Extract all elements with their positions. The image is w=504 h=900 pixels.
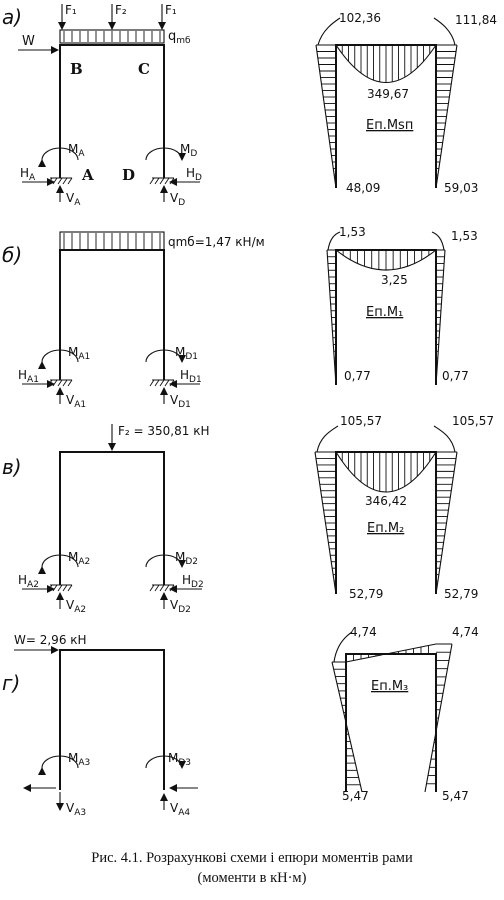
epure-a-title: Еп.Msп (366, 118, 413, 133)
support-d2 (145, 554, 202, 609)
node-a-label: A (81, 166, 94, 184)
epure-b-bottom-left: 0,77 (344, 369, 371, 383)
figure-caption: Рис. 4.1. Розрахункові схеми і епюри мом… (0, 848, 504, 888)
v-a3-label: VA3 (66, 801, 86, 818)
epure-b-top-right: 1,53 (451, 229, 478, 243)
v-d-label: VD (170, 191, 185, 208)
panel-b: б) qmб=1,47 кН/м MA1 HA1 VA1 (2, 225, 478, 410)
epure-d-bottom-left: 5,47 (342, 789, 369, 803)
panel-marker: б) (2, 243, 22, 267)
distributed-load (59, 231, 165, 251)
epure-c-bottom-right: 52,79 (444, 587, 478, 601)
moment-d1-label: MD1 (175, 345, 198, 362)
moment-diagram-d (331, 631, 453, 793)
epure-c-bottom-left: 52,79 (349, 587, 383, 601)
support-a3 (23, 755, 79, 811)
panel-marker: г) (2, 671, 20, 695)
moment-a2-label: MA2 (68, 550, 90, 567)
epure-d-top-left: 4,74 (350, 625, 377, 639)
panel-a: а) qmб F₁ F₂ F₁ W B C A D (2, 3, 497, 208)
panel-marker: в) (2, 455, 22, 479)
f1-right-label: F₁ (165, 3, 177, 17)
node-c-label: C (138, 60, 150, 78)
h-d1-label: HD1 (180, 368, 202, 385)
epure-a-bottom-left: 48,09 (346, 181, 380, 195)
wind-label: W (22, 34, 35, 49)
h-d-label: HD (186, 166, 202, 183)
support-a2 (22, 554, 79, 609)
v-a2-label: VA2 (66, 598, 86, 615)
moment-diagram-b (326, 231, 446, 386)
epure-d-top-right: 4,74 (452, 625, 479, 639)
panel-d: г) W= 2,96 кН MA3 VA3 MD3 VA4 4,74 4,74 … (2, 625, 479, 818)
v-a1-label: VA1 (66, 393, 86, 410)
support-d3 (145, 755, 198, 810)
node-d-label: D (122, 166, 135, 184)
h-a1-label: HA1 (18, 368, 39, 385)
epure-c-top-right: 105,57 (452, 414, 494, 428)
moment-diagram-a (315, 17, 458, 189)
panel-c: в) F₂ = 350,81 кН MA2 HA2 VA2 (2, 414, 494, 615)
epure-d-title: Еп.M₃ (371, 679, 408, 694)
h-d2-label: HD2 (182, 573, 204, 590)
support-d (145, 147, 200, 202)
distributed-load (59, 29, 165, 44)
w-load-label: W= 2,96 кН (14, 633, 87, 647)
q-load-label: qmб (168, 29, 191, 46)
epure-a-top-left: 102,36 (339, 11, 381, 25)
epure-d-bottom-right: 5,47 (442, 789, 469, 803)
support-d1 (145, 349, 200, 404)
epure-c-top-left: 105,57 (340, 414, 382, 428)
moment-d-label: MD (180, 142, 197, 159)
q-load-label: qmб=1,47 кН/м (168, 235, 265, 249)
epure-b-top-left: 1,53 (339, 225, 366, 239)
v-a-label: VA (66, 191, 81, 208)
support-a (22, 147, 79, 202)
frame (59, 44, 165, 178)
v-a4-label: VA4 (170, 801, 190, 818)
epure-a-mid: 349,67 (367, 87, 409, 101)
epure-b-title: Еп.M₁ (366, 305, 403, 320)
v-d1-label: VD1 (170, 393, 191, 410)
moment-a3-label: MA3 (68, 751, 90, 768)
support-a1 (22, 349, 79, 404)
v-d2-label: VD2 (170, 598, 191, 615)
f2-label: F₂ (115, 3, 127, 17)
caption-line-1: Рис. 4.1. Розрахункові схеми і епюри мом… (91, 850, 413, 866)
epure-a-bottom-right: 59,03 (444, 181, 478, 195)
moment-d2-label: MD2 (175, 550, 198, 567)
f1-left-label: F₁ (65, 3, 77, 17)
h-a2-label: HA2 (18, 573, 39, 590)
moment-a1-label: MA1 (68, 345, 90, 362)
frame (59, 249, 165, 380)
epure-c-mid: 346,42 (365, 494, 407, 508)
epure-a-top-right: 111,84 (455, 13, 497, 27)
panel-marker: а) (2, 5, 22, 29)
moment-a-label: MA (68, 142, 85, 159)
h-a-label: HA (20, 166, 36, 183)
moment-d3-label: MD3 (168, 751, 191, 768)
frame (59, 649, 165, 790)
frame (59, 451, 165, 585)
caption-line-2: (моменти в кН·м) (197, 870, 307, 886)
f2-load-label: F₂ = 350,81 кН (118, 424, 209, 438)
epure-c-title: Еп.M₂ (367, 521, 404, 536)
moment-diagram-c (314, 425, 458, 595)
epure-b-bottom-right: 0,77 (442, 369, 469, 383)
epure-b-mid: 3,25 (381, 273, 408, 287)
node-b-label: B (70, 60, 83, 78)
